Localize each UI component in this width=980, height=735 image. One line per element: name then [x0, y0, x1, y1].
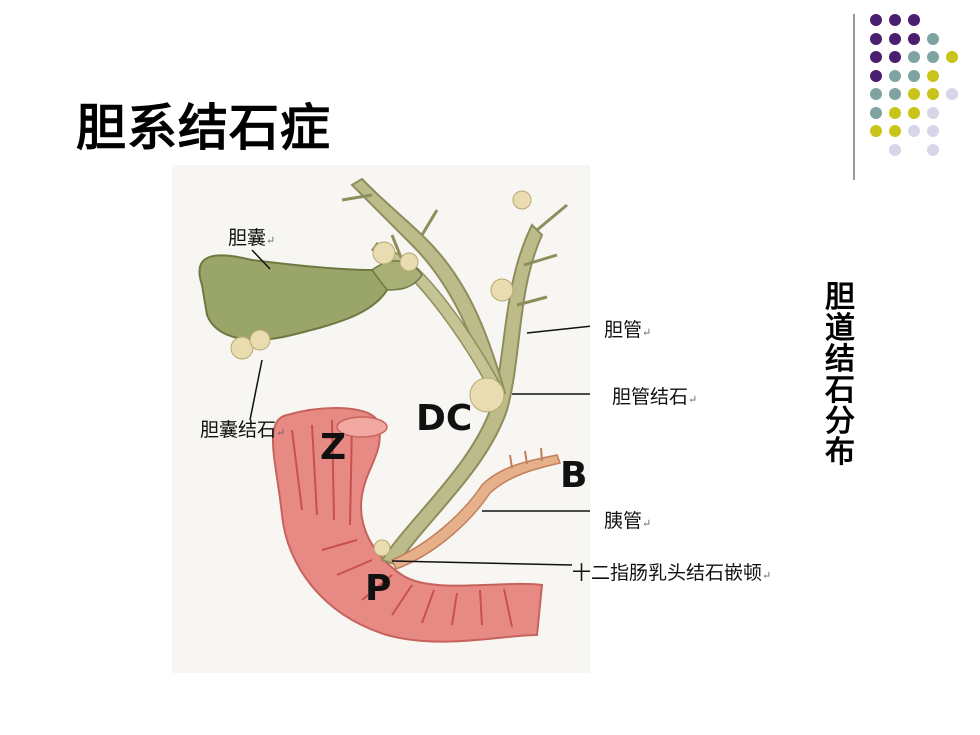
decorative-dot	[889, 51, 901, 63]
side-title-char: 结	[825, 342, 855, 377]
duodenum	[271, 407, 544, 643]
letter-z: Z	[320, 427, 347, 468]
gallbladder-organ	[198, 254, 423, 341]
decorative-dot	[908, 69, 920, 82]
label-gallbladder: 胆囊↵	[228, 227, 276, 249]
decorative-dot	[927, 143, 939, 156]
decorative-dot	[927, 69, 939, 82]
decorative-dot	[889, 143, 901, 156]
divider-line	[853, 14, 855, 180]
side-title-char: 胆	[825, 280, 855, 315]
label-duct-stone: 胆管结石↵	[612, 386, 698, 408]
side-title-char: 布	[825, 435, 855, 470]
decorative-dot	[870, 125, 882, 137]
decorative-dot	[927, 106, 939, 119]
side-title-char: 分	[825, 404, 855, 439]
side-title-char: 道	[825, 311, 855, 346]
decorative-dot	[870, 32, 882, 45]
decorative-dot	[889, 32, 901, 45]
letter-dc: DC	[416, 398, 473, 439]
decorative-dot	[927, 51, 939, 63]
letter-p: P	[365, 568, 392, 609]
decorative-dot	[889, 88, 901, 100]
decorative-dot	[908, 88, 920, 100]
pointer-lines	[249, 249, 590, 566]
decorative-dot	[908, 14, 920, 26]
anatomy-figure: 胆囊↵ 胆囊结石↵ Z DC B P	[172, 165, 590, 673]
bile-duct-tree	[341, 177, 568, 567]
decorative-dot	[946, 88, 958, 100]
letter-b: B	[560, 455, 588, 496]
decorative-dot	[889, 14, 901, 26]
decorative-dot	[889, 106, 901, 119]
decorative-dot	[927, 88, 939, 100]
decorative-dot	[870, 14, 882, 26]
side-title-vertical: 胆道结石分布	[822, 282, 858, 468]
decorative-dot	[870, 69, 882, 82]
decorative-dot	[927, 125, 939, 137]
decorative-dot	[870, 106, 882, 119]
decorative-dot	[870, 88, 882, 100]
decorative-dot	[889, 69, 901, 82]
label-pancreatic-duct: 胰管↵	[604, 510, 652, 532]
stones	[230, 190, 532, 557]
decorative-dot	[927, 32, 939, 45]
pancreatic-duct	[391, 447, 562, 570]
label-papilla-stone: 十二指肠乳头结石嵌顿↵	[572, 562, 772, 584]
decorative-dot	[889, 125, 901, 137]
decorative-dot	[908, 106, 920, 119]
decorative-dot	[908, 125, 920, 137]
slide-title: 胆系结石症	[76, 99, 331, 157]
side-title-char: 石	[825, 373, 855, 408]
biliary-anatomy-illustration	[198, 177, 590, 643]
decorative-dot	[908, 32, 920, 45]
label-gallbladder-stone: 胆囊结石↵	[200, 419, 286, 441]
label-bile-duct: 胆管↵	[604, 319, 652, 341]
decorative-dot	[908, 51, 920, 63]
decorative-dot	[946, 51, 958, 63]
decorative-dot	[870, 51, 882, 63]
